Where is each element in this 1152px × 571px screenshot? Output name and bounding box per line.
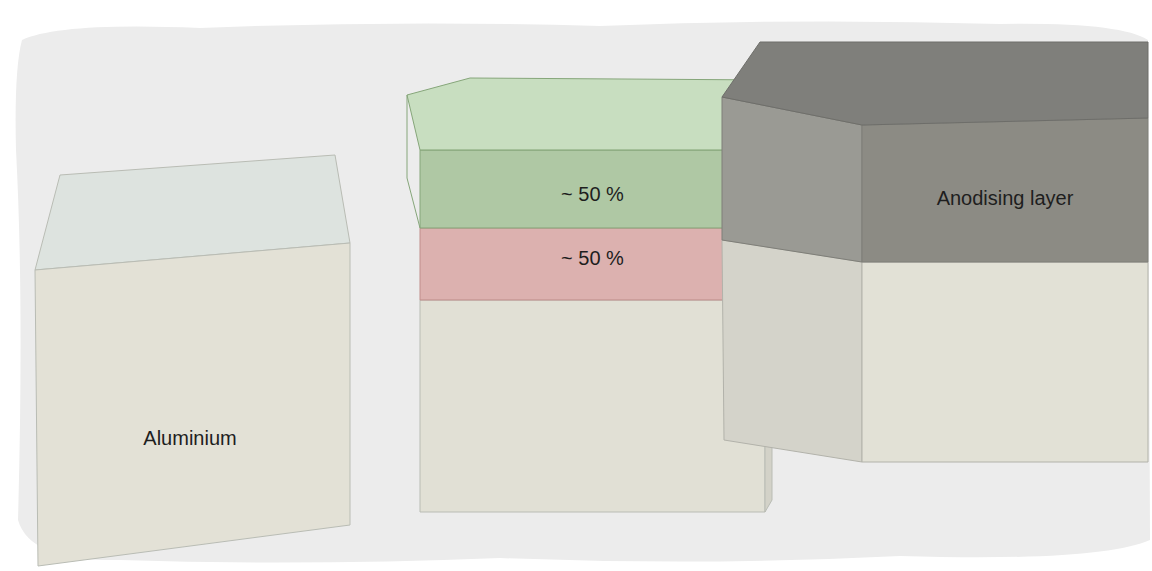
red-layer: ~ 50 % [420,230,765,286]
anodising-layer: Anodising layer [862,150,1148,246]
layer-label: ~ 50 % [561,247,624,270]
aluminium-face: Aluminium [60,400,320,476]
layer-label: Aluminium [143,427,236,450]
split-cube [407,78,772,512]
layer-label: Anodising layer [937,187,1074,210]
green-layer: ~ 50 % [420,160,765,228]
layer-label: ~ 50 % [561,183,624,206]
aluminium-cube [35,155,350,566]
anodised-cube [722,42,1148,462]
